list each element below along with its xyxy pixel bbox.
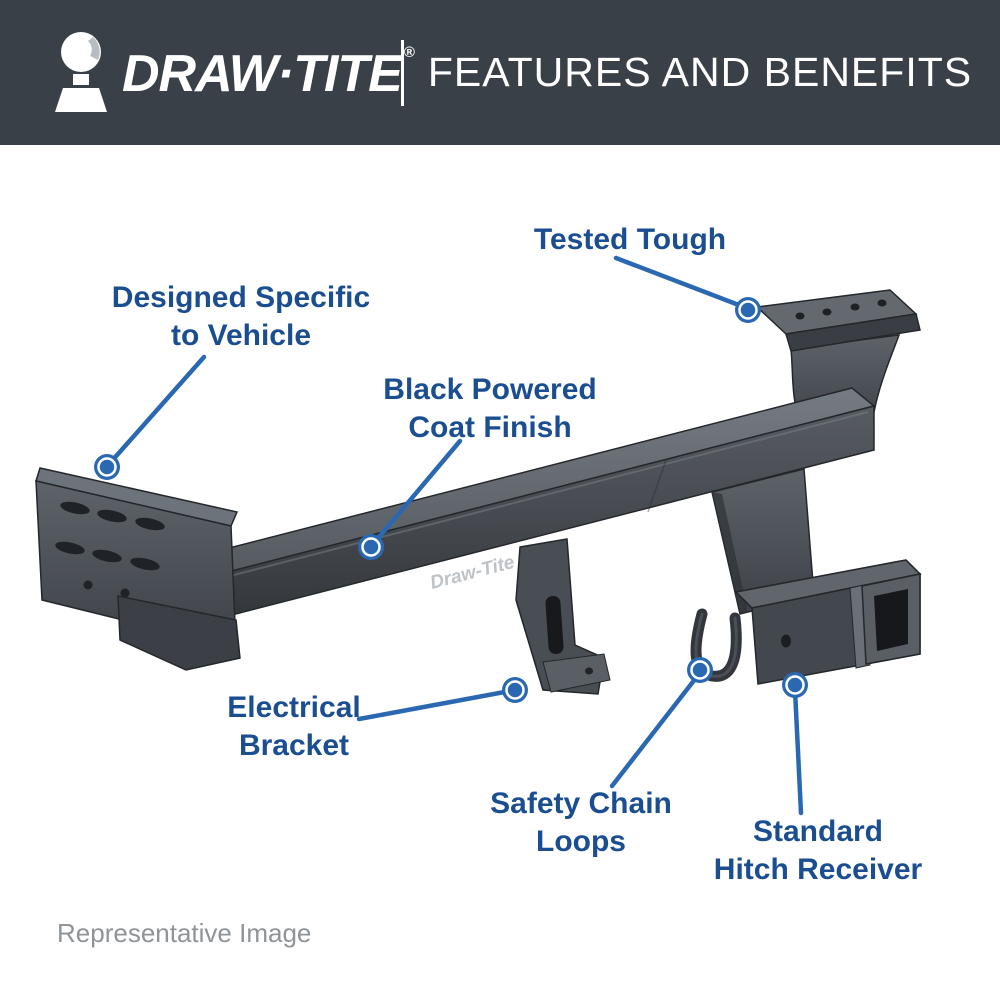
callout-connectors bbox=[107, 255, 804, 816]
callout-dot-safety-chain bbox=[687, 657, 713, 683]
callout-label-tested-tough: Tested Tough bbox=[534, 221, 726, 259]
callout-dot-tested-tough bbox=[735, 297, 761, 323]
callout-line: Tested Tough bbox=[533, 223, 727, 256]
callout-line: Standard bbox=[752, 815, 884, 848]
connector-safety-chain bbox=[609, 671, 702, 789]
callout-line: Safety Chain bbox=[490, 787, 672, 820]
main-beam bbox=[196, 387, 876, 620]
callout-dot-black-powered bbox=[358, 534, 384, 560]
connector-tested-tough bbox=[613, 255, 747, 310]
header-divider bbox=[401, 40, 404, 106]
callout-line: Hitch Receiver bbox=[713, 853, 923, 886]
receiver-drop-bracket bbox=[711, 468, 815, 615]
callout-line: Electrical bbox=[227, 691, 361, 724]
receiver-tube bbox=[734, 559, 922, 685]
brand-wordmark: DRAW·TITE bbox=[122, 45, 403, 103]
connector-black-powered bbox=[371, 438, 463, 546]
connector-designed-specific bbox=[107, 354, 207, 466]
safety-chain-loop bbox=[690, 608, 742, 682]
callout-label-black-powered-coat-finish: Black Powered Coat Finish bbox=[383, 371, 596, 447]
callout-line: Coat Finish bbox=[408, 411, 572, 444]
callout-label-electrical-bracket: Electrical Bracket bbox=[227, 689, 360, 765]
left-mounting-bracket bbox=[35, 467, 241, 671]
mounting-plate bbox=[755, 289, 921, 352]
registered-trademark: ® bbox=[403, 44, 415, 61]
callout-label-standard-hitch-receiver: Standard Hitch Receiver bbox=[714, 813, 922, 889]
callout-line: Bracket bbox=[238, 729, 350, 762]
connector-hitch-receiver bbox=[792, 687, 804, 816]
callout-dot-electrical-bracket bbox=[502, 677, 528, 703]
header-bar: DRAW·TITE ® FEATURES AND BENEFITS bbox=[0, 0, 1000, 145]
callout-line: Loops bbox=[536, 825, 626, 858]
callout-line: Black Powered bbox=[383, 373, 597, 406]
connector-electrical-bracket bbox=[356, 688, 513, 722]
representative-image-note: Representative Image bbox=[57, 918, 312, 948]
callout-line: Designed Specific bbox=[111, 281, 371, 314]
callout-label-safety-chain-loops: Safety Chain Loops bbox=[490, 785, 672, 861]
brand-logo: DRAW·TITE ® bbox=[52, 26, 415, 116]
callout-dot-designed-specific bbox=[94, 454, 120, 480]
callout-dot-hitch-receiver bbox=[782, 672, 808, 698]
callout-label-designed-specific-to-vehicle: Designed Specific to Vehicle bbox=[112, 279, 370, 355]
electrical-bracket bbox=[515, 538, 611, 695]
header-title: FEATURES AND BENEFITS bbox=[427, 49, 973, 95]
hitch-ball-icon bbox=[55, 32, 107, 112]
callout-line: to Vehicle bbox=[170, 319, 312, 352]
